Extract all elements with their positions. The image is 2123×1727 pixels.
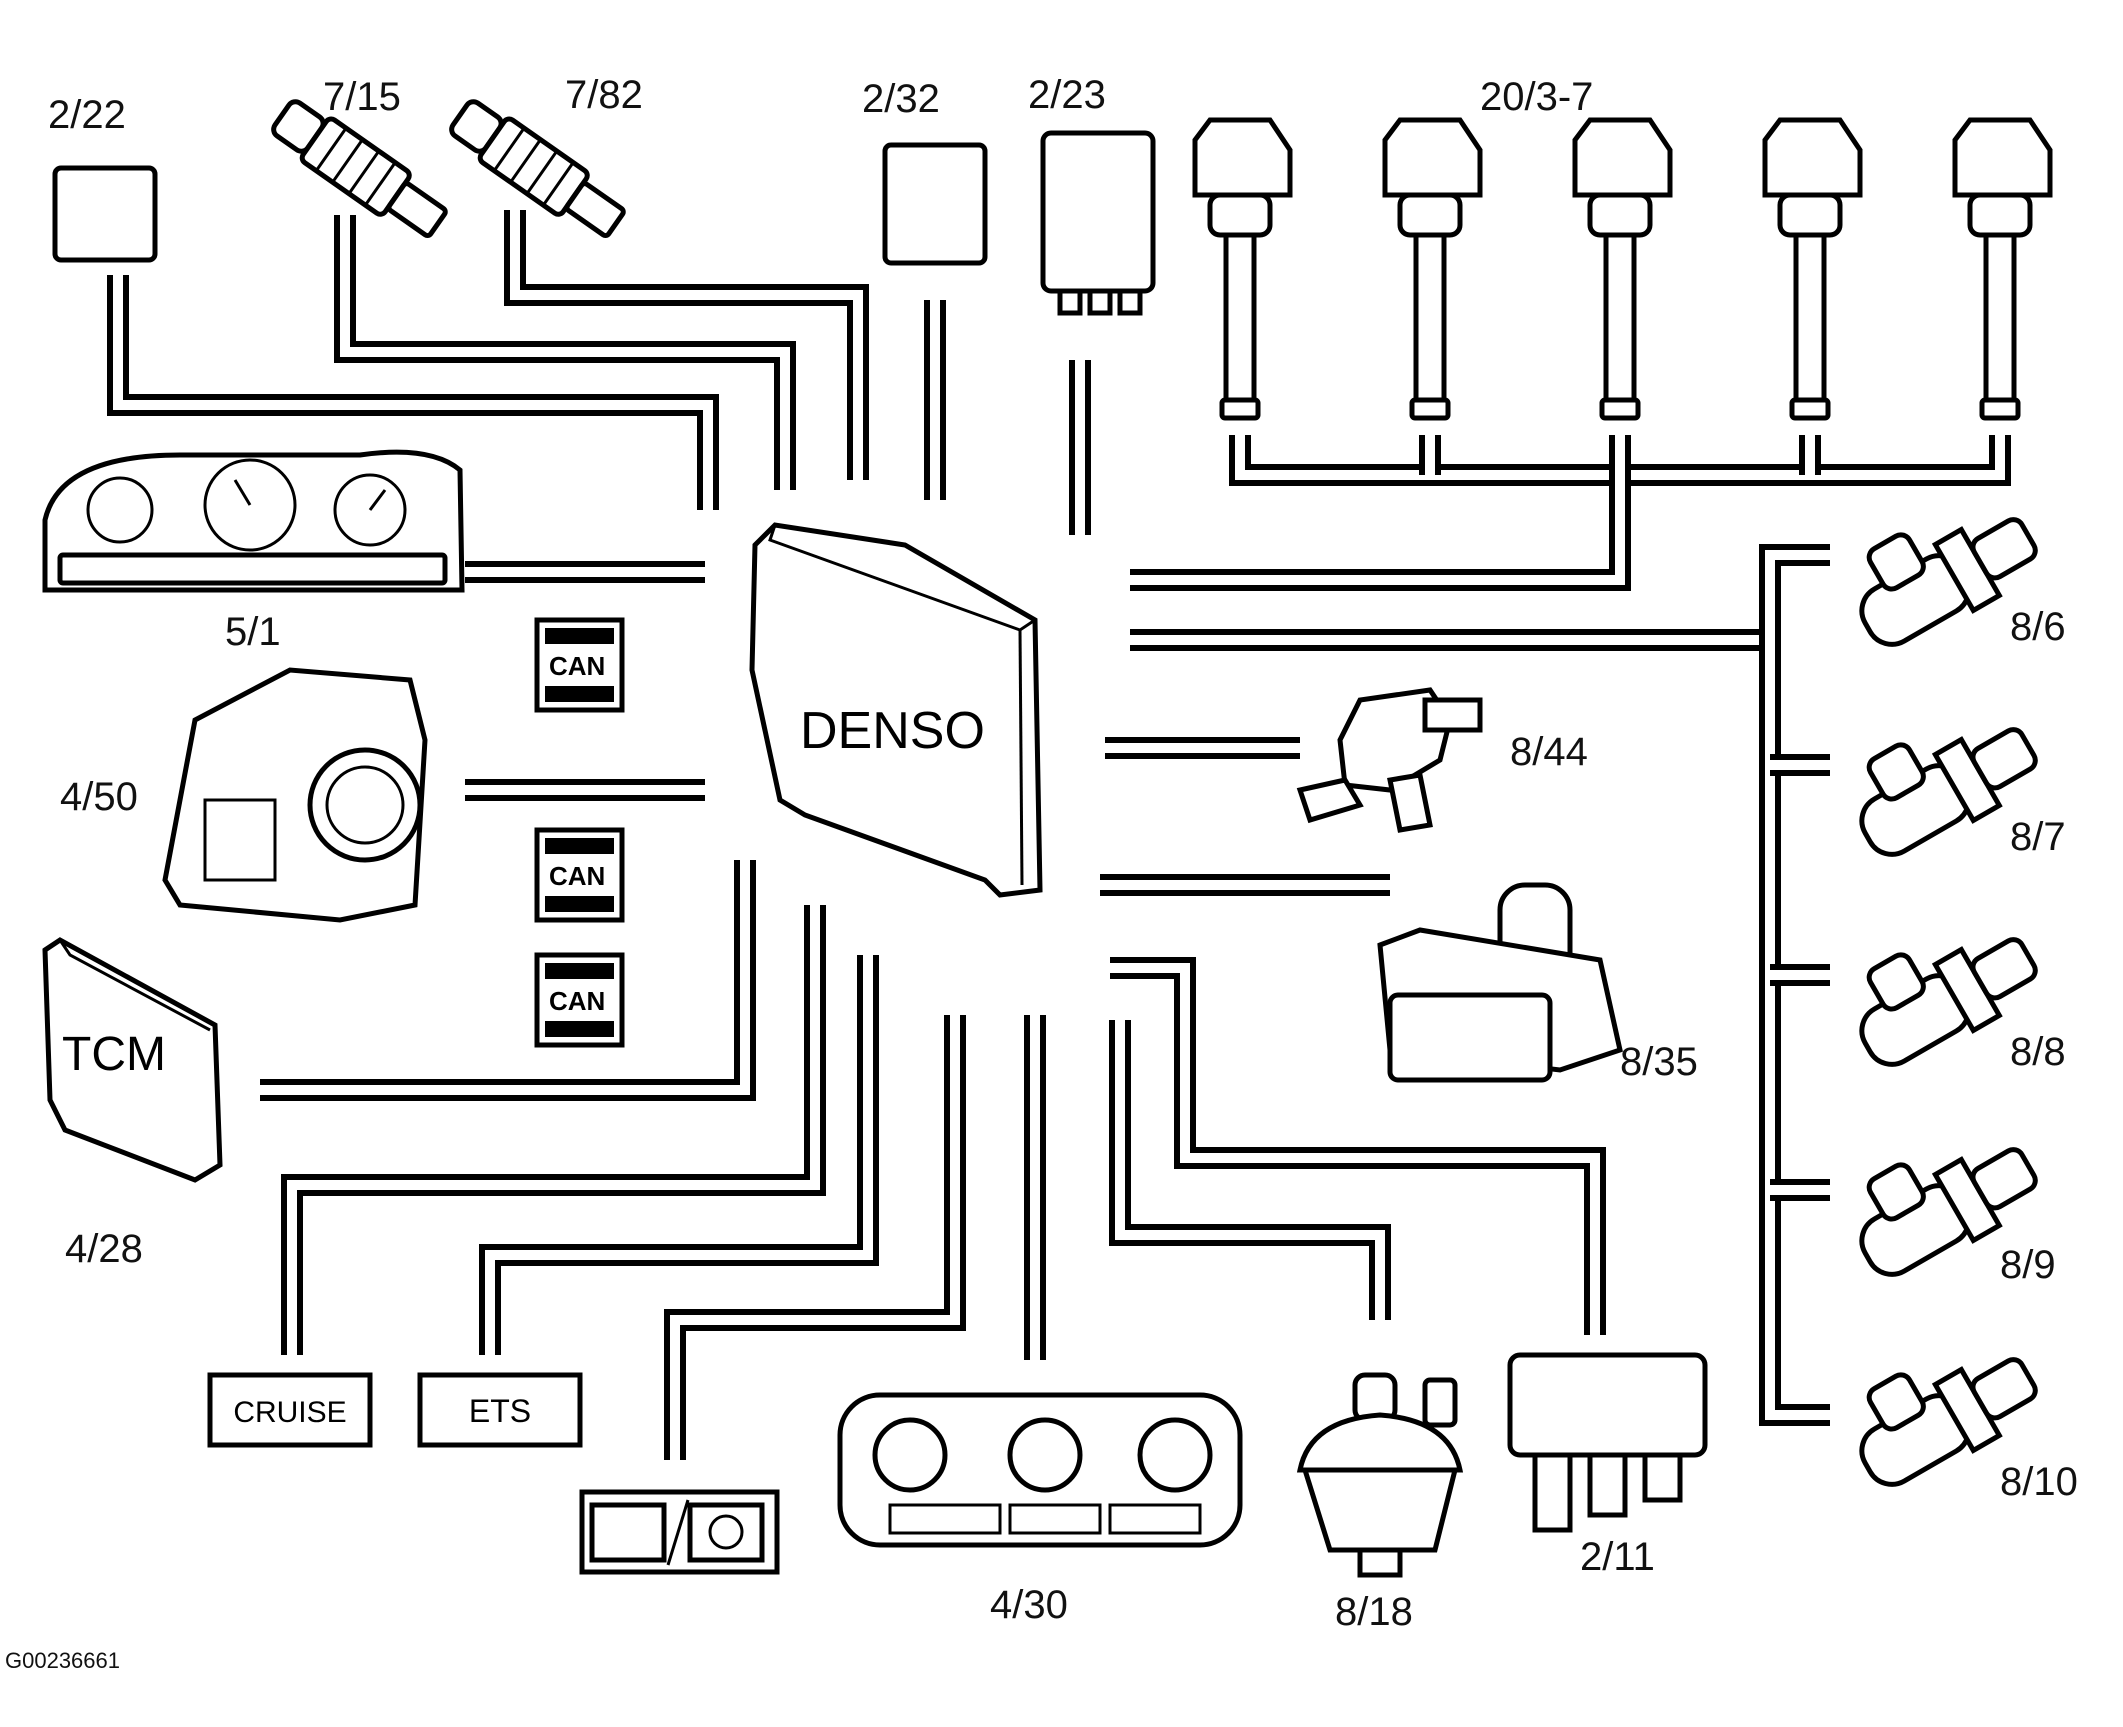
label-2-32: 2/32	[862, 77, 940, 121]
label-4-30: 4/30	[990, 1583, 1068, 1627]
can-badge-1: CAN	[534, 617, 625, 713]
label-5-1: 5/1	[225, 610, 281, 654]
tcm-label: TCM	[62, 1028, 166, 1081]
label-2-11: 2/11	[1580, 1535, 1655, 1579]
label-8-8: 8/8	[2010, 1030, 2066, 1074]
label-8-44: 8/44	[1510, 730, 1588, 774]
label-8-7: 8/7	[2010, 815, 2066, 859]
climate-panel-4-30	[837, 1392, 1243, 1548]
can-label-1: CAN	[549, 651, 605, 681]
throttle-body-4-50	[162, 667, 428, 923]
label-4-50: 4/50	[60, 775, 138, 819]
component-labels: 2/22 7/15 7/82 2/32 2/23 20/3-7 5/1 4/50…	[5, 73, 2078, 1673]
tcm-4-28: TCM	[42, 937, 223, 1183]
sensor-7-82	[449, 99, 626, 239]
label-8-18: 8/18	[1335, 1590, 1413, 1634]
label-7-15: 7/15	[323, 75, 401, 119]
label-7-82: 7/82	[565, 73, 643, 117]
ignition-coils	[1192, 117, 2053, 421]
ets-indicator: ETS	[417, 1372, 583, 1448]
switch-panel	[579, 1489, 780, 1575]
valve-8-35	[1377, 882, 1623, 1083]
ecu-denso: DENSO	[749, 522, 1043, 898]
sensor-7-15	[271, 99, 448, 239]
label-4-28: 4/28	[65, 1227, 143, 1271]
relay-2-32	[882, 142, 988, 266]
label-8-6: 8/6	[2010, 605, 2066, 649]
label-2-22: 2/22	[48, 93, 126, 137]
label-8-35: 8/35	[1620, 1040, 1698, 1084]
relay-2-23	[1040, 130, 1156, 316]
can-label-3: CAN	[549, 986, 605, 1016]
label-8-10: 8/10	[2000, 1460, 2078, 1504]
injectors	[1859, 517, 2038, 1487]
ecu-label: DENSO	[800, 702, 985, 760]
wires	[107, 210, 2011, 1460]
cruise-indicator: CRUISE	[207, 1372, 373, 1448]
instrument-cluster-5-1	[42, 449, 465, 593]
label-8-9: 8/9	[2000, 1243, 2056, 1287]
relay-2-22	[52, 165, 158, 263]
ets-label: ETS	[469, 1393, 531, 1429]
figure-id: G00236661	[5, 1648, 120, 1673]
cruise-label: CRUISE	[233, 1396, 346, 1429]
label-20-3-7: 20/3-7	[1480, 75, 1593, 119]
can-label-2: CAN	[549, 861, 605, 891]
label-2-23: 2/23	[1028, 73, 1106, 117]
canister-8-18	[1296, 1372, 1464, 1578]
valve-8-44	[1296, 687, 1483, 833]
relay-2-11	[1507, 1352, 1708, 1533]
can-badge-3: CAN	[534, 952, 625, 1048]
can-badge-2: CAN	[534, 827, 625, 923]
